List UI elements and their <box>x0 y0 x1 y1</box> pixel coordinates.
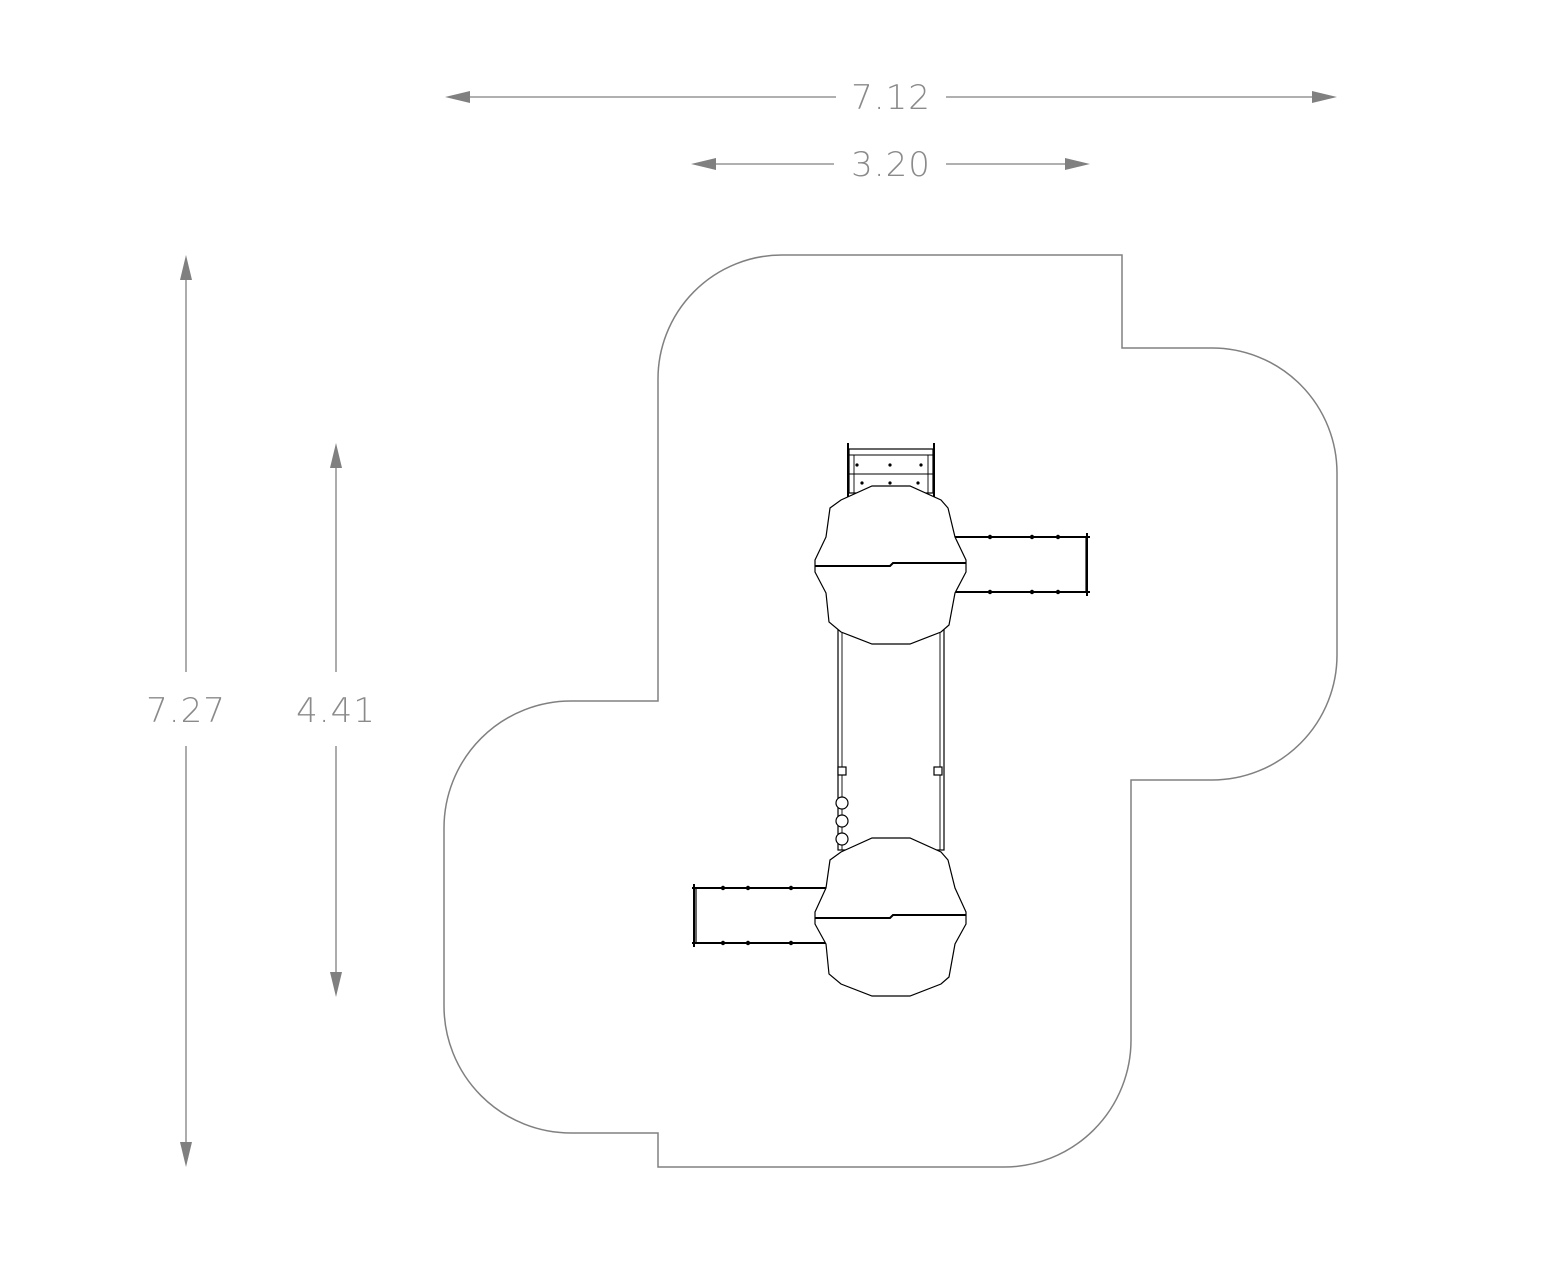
lower-slide <box>692 884 827 947</box>
upper-slide <box>949 533 1090 596</box>
arrow-up-icon <box>330 443 342 468</box>
arrow-left-icon <box>445 91 470 103</box>
upper-deck <box>814 485 967 645</box>
play-structure <box>692 443 1090 997</box>
equipment-length-dimension: 4.41 <box>296 443 376 997</box>
post-left <box>837 766 847 776</box>
arrow-down-icon <box>180 1142 192 1167</box>
overall-length-dimension: 7.27 <box>146 255 226 1167</box>
arrow-left-icon <box>691 158 716 170</box>
overall-width-dimension: 7.12 <box>445 78 1337 118</box>
top-ladder <box>847 443 935 497</box>
equipment-length-label: 4.41 <box>296 691 376 731</box>
lower-deck <box>814 837 967 997</box>
equipment-width-dimension: 3.20 <box>691 145 1090 185</box>
arrow-right-icon <box>1312 91 1337 103</box>
post-right <box>933 766 943 776</box>
overall-length-label: 7.27 <box>146 691 226 731</box>
bridge <box>835 624 945 851</box>
arrow-down-icon <box>330 972 342 997</box>
arrow-right-icon <box>1065 158 1090 170</box>
overall-width-label: 7.12 <box>851 78 931 118</box>
equipment-width-label: 3.20 <box>851 145 931 185</box>
use-zone-outline <box>443 254 1338 1168</box>
arrow-up-icon <box>180 255 192 280</box>
